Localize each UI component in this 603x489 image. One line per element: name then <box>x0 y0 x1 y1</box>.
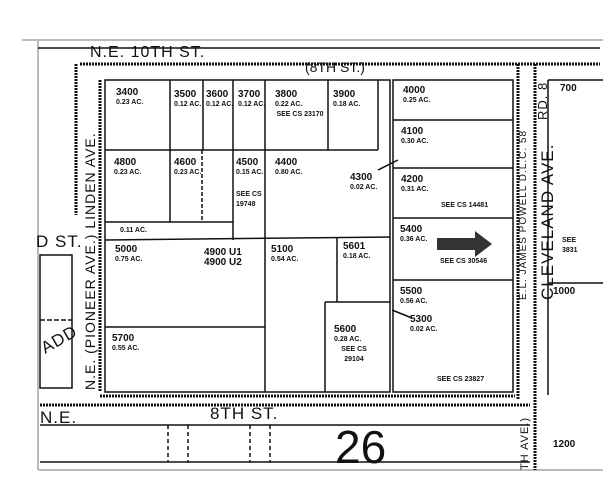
highlight-arrow <box>437 231 492 257</box>
adjacent-lot-1200[interactable]: 1200 <box>553 439 576 450</box>
adjacent-lot-note: SEE 3831 <box>562 237 578 254</box>
section-number: 26 <box>335 421 387 473</box>
street-label-top: N.E. 10TH ST. <box>90 44 206 61</box>
lot-strip[interactable]: 0.11 AC. <box>120 227 147 234</box>
street-label-right-lower: TH AVE.) <box>519 416 531 470</box>
adjacent-lot-1000[interactable]: 1000 <box>553 286 576 297</box>
street-label-bottom: 8TH ST. <box>210 404 279 423</box>
street-label-bottom-ne: N.E. <box>40 408 78 427</box>
street-label-right-alt: RD. 8 <box>535 81 550 120</box>
easement-label: E.L. JAMES POWELL D.L.C. 58 <box>518 129 529 300</box>
street-label-right: CLEVELAND AVE. <box>538 143 557 300</box>
street-label-top-alt: (8TH ST.) <box>305 59 365 75</box>
adjacent-lot-700[interactable]: 700 <box>560 83 577 94</box>
street-label-left: N.E. (PIONEER AVE.) LINDEN AVE. <box>82 132 98 390</box>
street-label-left-st: D ST. <box>36 232 83 251</box>
